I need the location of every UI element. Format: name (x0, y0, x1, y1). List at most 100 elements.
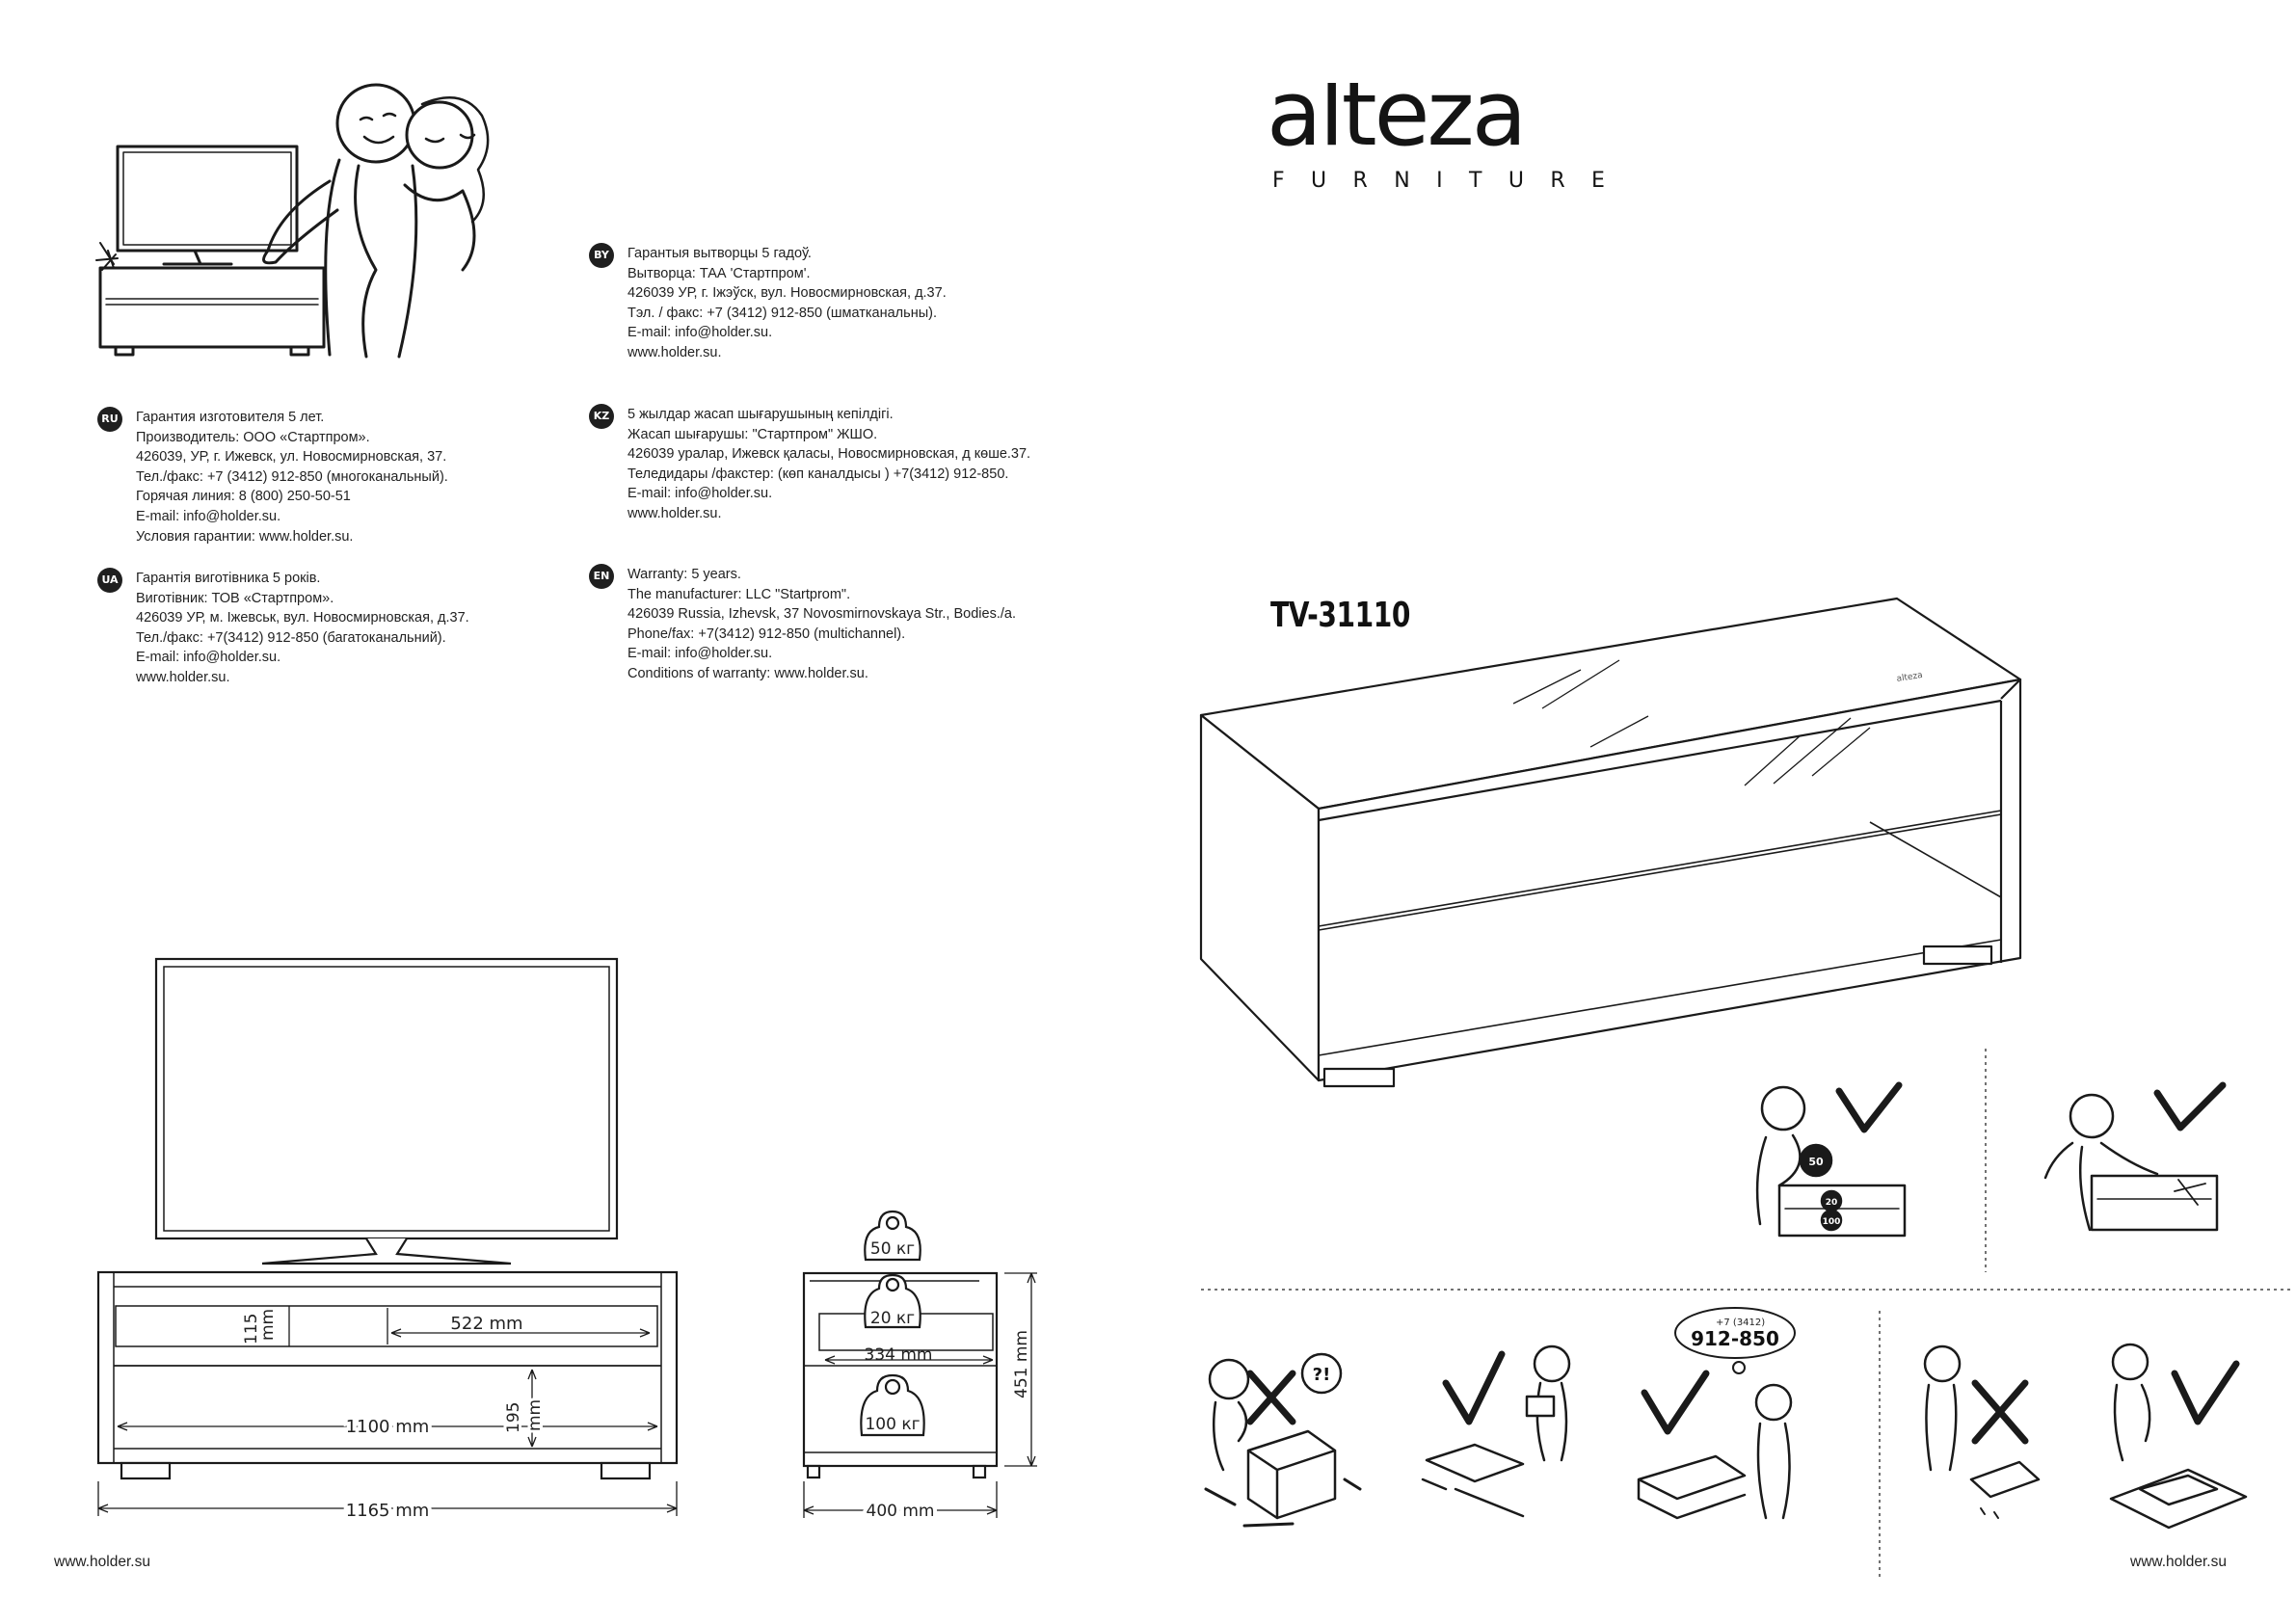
warranty-line: Гарантыя вытворцы 5 гадоў. (627, 246, 812, 261)
drops-icon (1980, 1507, 1999, 1519)
read-manual-panel (1421, 1344, 1571, 1518)
cross-icon (1246, 1370, 1296, 1425)
load-weight-top: 50 (1808, 1156, 1824, 1168)
person-head-icon (405, 100, 474, 170)
cross-icon (1971, 1379, 2029, 1445)
alteza-logo: alteza FURNITURE (1268, 83, 1621, 189)
warranty-line: Phone/fax: +7(3412) 912-850 (multichanne… (627, 626, 906, 642)
dim-height: 451 mm (1012, 1330, 1031, 1398)
language-badge-ru: RU (97, 407, 122, 432)
warranty-line: Тел./факс: +7(3412) 912-850 (багатоканал… (136, 629, 446, 646)
warranty-line: Виготівник: ТОВ «Стартпром». (136, 590, 334, 606)
front-dimension-drawing: 115 mm 522 mm 1100 mm 195 mm 1165 mm (96, 957, 679, 1525)
warranty-block-en: EN Warranty: 5 years. The manufacturer: … (589, 564, 1016, 684)
warranty-line: Производитель: ООО «Стартпром». (136, 429, 370, 445)
warranty-block-by: BY Гарантыя вытворцы 5 гадоў. Вытворца: … (589, 243, 947, 363)
warranty-line: E-mail: info@holder.su. (136, 508, 281, 524)
warranty-line: 426039, УР, г. Ижевск, ул. Новосмирновск… (136, 449, 447, 466)
tv-icon (116, 145, 299, 253)
warranty-line: Вытворца: ТАА 'Стартпром'. (627, 265, 811, 281)
warranty-line: www.holder.su. (627, 505, 722, 521)
load-top-label: 50 кг (870, 1239, 915, 1259)
check-icon (1835, 1081, 1903, 1133)
warranty-block-ru: RU Гарантия изготовителя 5 лет. Производ… (97, 407, 448, 546)
warranty-line: E-mail: info@holder.su. (627, 325, 773, 341)
dim-total-width: 1165 mm (346, 1501, 430, 1521)
warranty-line: Conditions of warranty: www.holder.su. (627, 665, 868, 681)
happy-couple-illustration (95, 83, 490, 359)
check-icon (1442, 1350, 1506, 1425)
manual-icon (1525, 1395, 1556, 1418)
warranty-line: 426039 уралар, Ижевск қаласы, Новосмирно… (627, 446, 1031, 463)
instruction-separators (1201, 1049, 2294, 1581)
cleaning-instruction-panel (2043, 1081, 2227, 1232)
dim-shelf-width: 522 mm (450, 1314, 522, 1334)
weight-20-icon (864, 1273, 921, 1329)
warranty-line: Гарантія виготівника 5 років. (136, 571, 321, 586)
language-badge-ua: UA (97, 568, 122, 593)
footer-url-left[interactable]: www.holder.su (54, 1554, 150, 1570)
speech-bubble-icon (1674, 1307, 1796, 1359)
warranty-line: Тел./факс: +7 (3412) 912-850 (многоканал… (136, 468, 448, 485)
confused-mark: ?! (1313, 1365, 1331, 1385)
warranty-line: 426039 УР, м. Іжевськ, вул. Новосмирновс… (136, 610, 469, 626)
wet-floor-panel (1923, 1344, 2041, 1519)
load-bottom-label: 100 кг (865, 1415, 920, 1434)
warranty-block-kz: KZ 5 жылдар жасап шығарушының кепілдігі.… (589, 404, 1031, 524)
check-icon (2153, 1081, 2227, 1131)
person-head-icon (335, 83, 416, 164)
load-instruction-panel: 50 20 100 (1755, 1081, 1907, 1238)
dim-shelf-depth: 334 mm (865, 1345, 933, 1365)
warranty-line: E-mail: info@holder.su. (627, 486, 773, 502)
weight-100-icon (1820, 1209, 1843, 1232)
check-icon (1641, 1370, 1710, 1435)
weight-100-icon (860, 1373, 925, 1437)
load-weight-shelf: 20 (1826, 1198, 1838, 1208)
weight-50-icon (864, 1210, 921, 1262)
cabinet-icon (98, 266, 326, 349)
warranty-line: The manufacturer: LLC "Startprom". (627, 586, 851, 602)
load-weight-bottom: 100 (1823, 1217, 1841, 1227)
tv-icon (154, 957, 619, 1240)
logo-wordmark: alteza (1268, 83, 1524, 167)
use-rug-panel (2109, 1343, 2248, 1530)
warranty-line: Тэл. / факс: +7 (3412) 912-850 (шматкана… (627, 305, 937, 321)
model-number: TV-31110 (1270, 596, 1411, 635)
sparkle-icon (95, 242, 119, 271)
dim-depth: 400 mm (867, 1502, 935, 1521)
warranty-line: www.holder.su. (136, 669, 230, 685)
language-badge-kz: KZ (589, 404, 614, 429)
weight-50-icon (1799, 1143, 1833, 1178)
warranty-line: Гарантия изготовителя 5 лет. (136, 410, 325, 425)
side-dimension-drawing: 50 кг 20 кг 100 кг 334 mm 451 mm 400 mm (802, 1210, 1037, 1525)
confused-assembly-panel: ?! (1204, 1352, 1362, 1528)
tv-stand-perspective-drawing: alteza (1199, 597, 2022, 1088)
load-shelf-label: 20 кг (870, 1309, 915, 1328)
warranty-line: Горячая линия: 8 (800) 250-50-51 (136, 489, 351, 505)
sparkle-icon (2174, 1179, 2206, 1206)
warranty-line: Жасап шығарушы: "Стартпром" ЖШО. (627, 426, 878, 442)
warranty-line: Warranty: 5 years. (627, 567, 741, 582)
call-hotline-panel: +7 (3412) 912-850 (1637, 1307, 1796, 1520)
dim-shelf-height: 115 (242, 1314, 261, 1344)
warranty-line: 5 жылдар жасап шығарушының кепілдігі. (627, 407, 894, 422)
check-icon (2171, 1360, 2240, 1425)
hotline-prefix: +7 (3412) (1716, 1318, 1765, 1328)
svg-text:alteza: alteza (1896, 671, 1924, 684)
warranty-line: E-mail: info@holder.su. (136, 650, 281, 666)
warranty-line: 426039 УР, г. Іжэўск, вул. Новосмирновск… (627, 285, 947, 302)
logo-subtitle: FURNITURE (1272, 169, 1621, 189)
warranty-line: 426039 Russia, Izhevsk, 37 Novosmirnovsk… (627, 606, 1016, 623)
footer-url-right[interactable]: www.holder.su (2130, 1554, 2227, 1570)
warranty-line: Теледидары /факстер: (көп каналдысы ) +7… (627, 466, 1009, 482)
warranty-line: www.holder.su. (627, 344, 722, 360)
warranty-line: E-mail: info@holder.su. (627, 646, 773, 662)
language-badge-by: BY (589, 243, 614, 268)
language-badge-en: EN (589, 564, 614, 589)
cabinet-front (96, 1270, 679, 1465)
warranty-block-ua: UA Гарантія виготівника 5 років. Виготів… (97, 568, 469, 688)
warranty-line: Условия гарантии: www.holder.su. (136, 528, 354, 545)
dim-lower-height: 195 (504, 1402, 523, 1433)
dim-lower-height-unit: mm (525, 1399, 545, 1431)
dim-shelf-height-unit: mm (258, 1309, 278, 1341)
